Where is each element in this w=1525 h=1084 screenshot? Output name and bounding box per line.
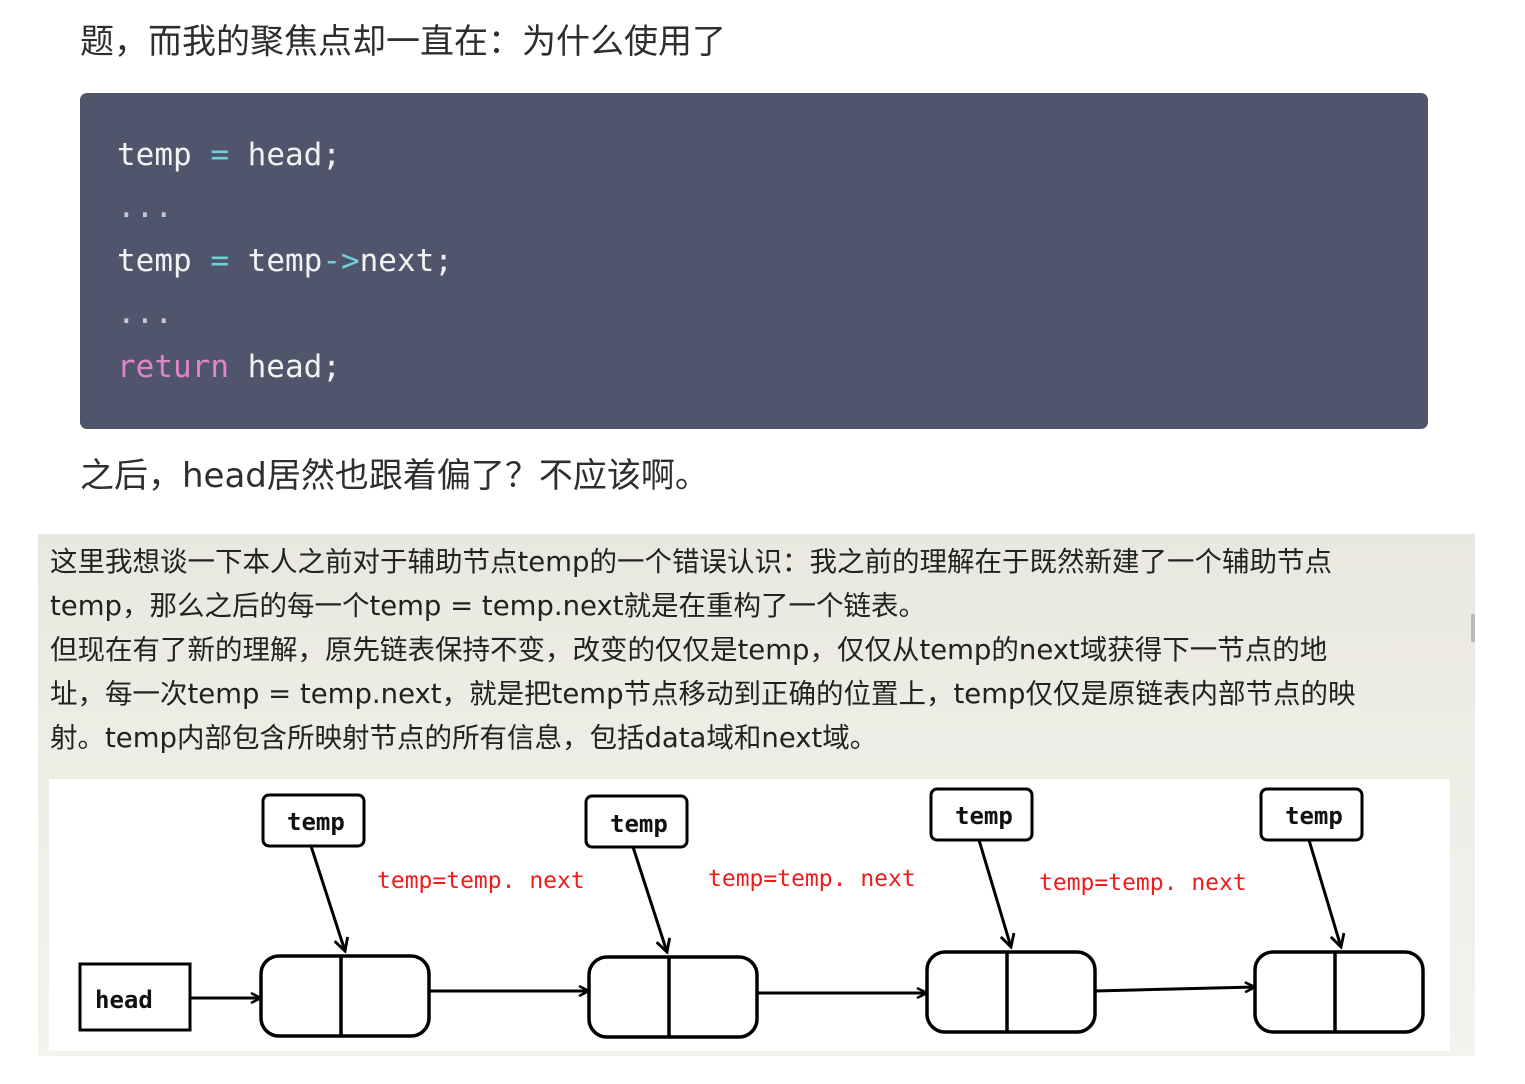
next-arrow bbox=[1094, 987, 1255, 991]
list-node bbox=[1253, 950, 1425, 1034]
temp-pointer-box bbox=[261, 793, 366, 848]
temp-pointer-label: temp bbox=[287, 808, 345, 836]
temp-pointer-label: temp bbox=[610, 810, 668, 838]
code-line-3: temp = temp->next; bbox=[117, 243, 453, 279]
temp-pointer-box bbox=[584, 794, 689, 849]
note-line: 但现在有了新的理解，原先链表保持不变，改变的仅仅是temp，仅仅从temp的ne… bbox=[50, 634, 1328, 666]
diagram-svg: head temp temp temp temp temp=temp. next bbox=[78, 787, 1425, 1039]
temp-pointer-label: temp bbox=[1285, 802, 1343, 830]
scrollbar-thumb[interactable] bbox=[1471, 614, 1475, 642]
temp-pointer-box bbox=[1259, 787, 1364, 842]
head-label: head bbox=[95, 986, 153, 1014]
code-block: temp = head; ... temp = temp->next; ... … bbox=[80, 93, 1428, 429]
list-node bbox=[259, 954, 431, 1038]
temp-pointer-box bbox=[929, 787, 1034, 842]
after-paragraph: 之后，head居然也跟着偏了？不应该啊。 bbox=[80, 456, 709, 496]
list-node bbox=[587, 955, 759, 1039]
note-text: 这里我想谈一下本人之前对于辅助节点temp的一个错误认识：我之前的理解在于既然新… bbox=[50, 540, 1460, 760]
code-line-2: ... bbox=[117, 189, 173, 225]
temp-pointer-arrow bbox=[977, 839, 1011, 947]
note-line: 址，每一次temp = temp.next，就是把temp节点移动到正确的位置上… bbox=[50, 678, 1356, 710]
note-line: 这里我想谈一下本人之前对于辅助节点temp的一个错误认识：我之前的理解在于既然新… bbox=[50, 546, 1332, 578]
step-label: temp=temp. next bbox=[377, 868, 585, 894]
note-line: temp，那么之后的每一个temp = temp.next就是在重构了一个链表。 bbox=[50, 590, 927, 622]
temp-pointer-arrow bbox=[631, 846, 667, 952]
temp-pointer-label: temp bbox=[955, 802, 1013, 830]
code-line-4: ... bbox=[117, 295, 173, 331]
temp-pointer-arrow bbox=[309, 845, 345, 951]
step-label: temp=temp. next bbox=[1039, 870, 1247, 896]
intro-paragraph: 题，而我的聚焦点却一直在：为什么使用了 bbox=[80, 22, 726, 62]
linked-list-diagram: head temp temp temp temp temp=temp. next bbox=[49, 779, 1450, 1051]
list-node bbox=[925, 950, 1097, 1034]
code-line-1: temp = head; bbox=[117, 137, 341, 173]
temp-pointer-arrow bbox=[1307, 839, 1341, 947]
step-label: temp=temp. next bbox=[708, 866, 916, 892]
code-line-5: return head; bbox=[117, 349, 341, 385]
note-line: 射。temp内部包含所映射节点的所有信息，包括data域和next域。 bbox=[50, 722, 878, 754]
